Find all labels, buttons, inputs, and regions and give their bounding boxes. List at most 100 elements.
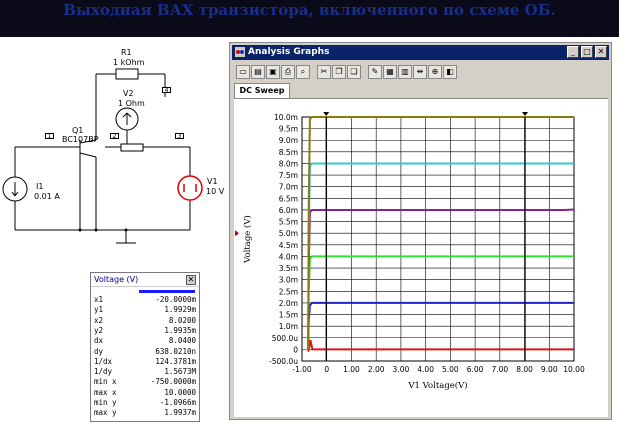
v2-value: 1 Ohm bbox=[118, 99, 145, 108]
series-line bbox=[307, 339, 574, 352]
y-tick-label: 9.0m bbox=[279, 136, 298, 145]
readout-value: 1.9935m bbox=[164, 325, 196, 335]
y-tick-label: 2.0m bbox=[279, 299, 298, 308]
readout-value: -20.0000m bbox=[155, 295, 196, 304]
cursors-icon[interactable]: ⇹ bbox=[413, 65, 427, 79]
cursor-marker bbox=[522, 112, 529, 116]
x-tick-label: 3.00 bbox=[393, 365, 410, 374]
x-tick-label: 7.00 bbox=[491, 365, 508, 374]
node-label-2: 2 bbox=[110, 133, 119, 140]
grid-icon[interactable]: ▦ bbox=[383, 65, 397, 79]
x-axis-label: V1 Voltage(V) bbox=[407, 380, 467, 391]
readout-key: max y bbox=[94, 408, 117, 418]
circuit-schematic: R1 1 kOhm V2 1 Ohm Q1 BC107BP I1 0.01 A … bbox=[0, 37, 230, 448]
open-icon[interactable]: ▤ bbox=[251, 65, 265, 79]
title-banner: Выходная ВАХ транзистора, включенного по… bbox=[0, 0, 619, 37]
readout-key: dy bbox=[94, 346, 104, 356]
x-tick-label: 5.00 bbox=[442, 365, 459, 374]
x-tick-label: 8.00 bbox=[516, 365, 533, 374]
analysis-window-titlebar[interactable]: Analysis Graphs _ □ ✕ bbox=[232, 45, 609, 60]
maximize-button[interactable]: □ bbox=[581, 46, 593, 58]
y-tick-label: 2.5m bbox=[279, 287, 298, 296]
readout-value: 124.3781m bbox=[155, 356, 196, 366]
readout-value: 638.0210n bbox=[155, 346, 196, 356]
plot-frame bbox=[301, 116, 575, 362]
readout-key: x2 bbox=[94, 315, 104, 325]
y-tick-label: 9.5m bbox=[279, 125, 298, 134]
tab-dc-sweep[interactable]: DC Sweep bbox=[234, 83, 290, 98]
y-tick-label: 3.0m bbox=[279, 276, 298, 285]
y-tick-label: 5.5m bbox=[279, 218, 298, 227]
voltage-readout-row: dy 638.0210n bbox=[94, 347, 196, 356]
voltage-readout-row: 1/dx 124.3781m bbox=[94, 357, 196, 366]
copy-icon[interactable]: ❐ bbox=[332, 65, 346, 79]
readout-key: 1/dy bbox=[94, 367, 113, 377]
y-tick-label: 6.0m bbox=[279, 206, 298, 215]
y-tick-label: 7.0m bbox=[279, 183, 298, 192]
cut-icon[interactable]: ✂ bbox=[317, 65, 331, 79]
schematic-wires bbox=[2, 68, 203, 244]
r1-name: R1 bbox=[121, 48, 132, 57]
readout-key: 1/dx bbox=[94, 356, 113, 366]
v2-name: V2 bbox=[123, 89, 134, 98]
graph-toolbar: ▭▤▣⎙⌕ ✂❐❏ ✎▦▥⇹⊕◧ bbox=[236, 65, 496, 82]
paste-icon[interactable]: ❏ bbox=[347, 65, 361, 79]
x-tick-label: 0 bbox=[324, 365, 329, 374]
voltage-window-titlebar[interactable]: Voltage (V) ✕ bbox=[91, 273, 199, 287]
legend-icon[interactable]: ▥ bbox=[398, 65, 412, 79]
zoom-icon[interactable]: ⊕ bbox=[428, 65, 442, 79]
cursor-marker bbox=[323, 112, 330, 116]
v1-value: 10 V bbox=[206, 187, 225, 196]
y-tick-label: 4.0m bbox=[279, 252, 298, 261]
y-tick-label: 8.0m bbox=[279, 159, 298, 168]
close-button[interactable]: ✕ bbox=[595, 46, 607, 58]
y-tick-label: 3.5m bbox=[279, 264, 298, 273]
tab-divider bbox=[234, 98, 608, 99]
readout-value: -750.0000m bbox=[150, 377, 196, 387]
dc-sweep-chart[interactable]: -500.0u0500.0u1.0m1.5m2.0m2.5m3.0m3.5m4.… bbox=[234, 99, 608, 417]
y-tick-label: 6.5m bbox=[279, 194, 298, 203]
voltage-readout-row: max y 1.9937m bbox=[94, 408, 196, 417]
trace-selector-marker bbox=[235, 230, 239, 237]
readout-key: x1 bbox=[94, 295, 104, 304]
r1-value: 1 kOhm bbox=[113, 58, 145, 67]
y-axis-label: Voltage (V) bbox=[242, 215, 253, 264]
readout-key: y2 bbox=[94, 325, 104, 335]
y-tick-label: 7.5m bbox=[279, 171, 298, 180]
x-tick-label: 1.00 bbox=[343, 365, 360, 374]
readout-value: -1.0966m bbox=[159, 398, 196, 407]
readout-value: 1.9937m bbox=[164, 408, 196, 418]
q1-model: BC107BP bbox=[62, 135, 99, 144]
analysis-graphs-window[interactable]: Analysis Graphs _ □ ✕ ▭▤▣⎙⌕ ✂❐❏ ✎▦▥⇹⊕◧ DC … bbox=[229, 42, 612, 420]
y-tick-label: 10.0m bbox=[274, 113, 298, 122]
print-preview-icon[interactable]: ⌕ bbox=[296, 65, 310, 79]
save-icon[interactable]: ▣ bbox=[266, 65, 280, 79]
i1-name: I1 bbox=[36, 182, 44, 191]
new-icon[interactable]: ▭ bbox=[236, 65, 250, 79]
x-tick-label: 2.00 bbox=[368, 365, 385, 374]
y-tick-label: 4.5m bbox=[279, 241, 298, 250]
voltage-window-close-button[interactable]: ✕ bbox=[186, 275, 196, 285]
series-line bbox=[307, 116, 574, 350]
readout-key: min y bbox=[94, 398, 117, 407]
y-tick-label: -500.0u bbox=[269, 357, 298, 366]
reverse-colors-icon[interactable]: ◧ bbox=[443, 65, 457, 79]
analysis-window-title: Analysis Graphs bbox=[248, 47, 330, 57]
voltage-readout-row: x1 -20.0000m bbox=[94, 295, 196, 304]
v1-name: V1 bbox=[207, 177, 218, 186]
node-label-1: 1 bbox=[45, 133, 54, 140]
minimize-button[interactable]: _ bbox=[567, 46, 579, 58]
print-icon[interactable]: ⎙ bbox=[281, 65, 295, 79]
x-tick-label: -1.00 bbox=[292, 365, 312, 374]
x-tick-label: 10.00 bbox=[563, 365, 585, 374]
properties-icon[interactable]: ✎ bbox=[368, 65, 382, 79]
y-tick-label: 0 bbox=[293, 345, 298, 354]
y-tick-label: 5.0m bbox=[279, 229, 298, 238]
readout-key: min x bbox=[94, 377, 117, 387]
readout-value: 1.5673M bbox=[164, 367, 196, 377]
node-label-4: 4 bbox=[162, 87, 171, 94]
readout-value: 8.0200 bbox=[168, 315, 196, 325]
